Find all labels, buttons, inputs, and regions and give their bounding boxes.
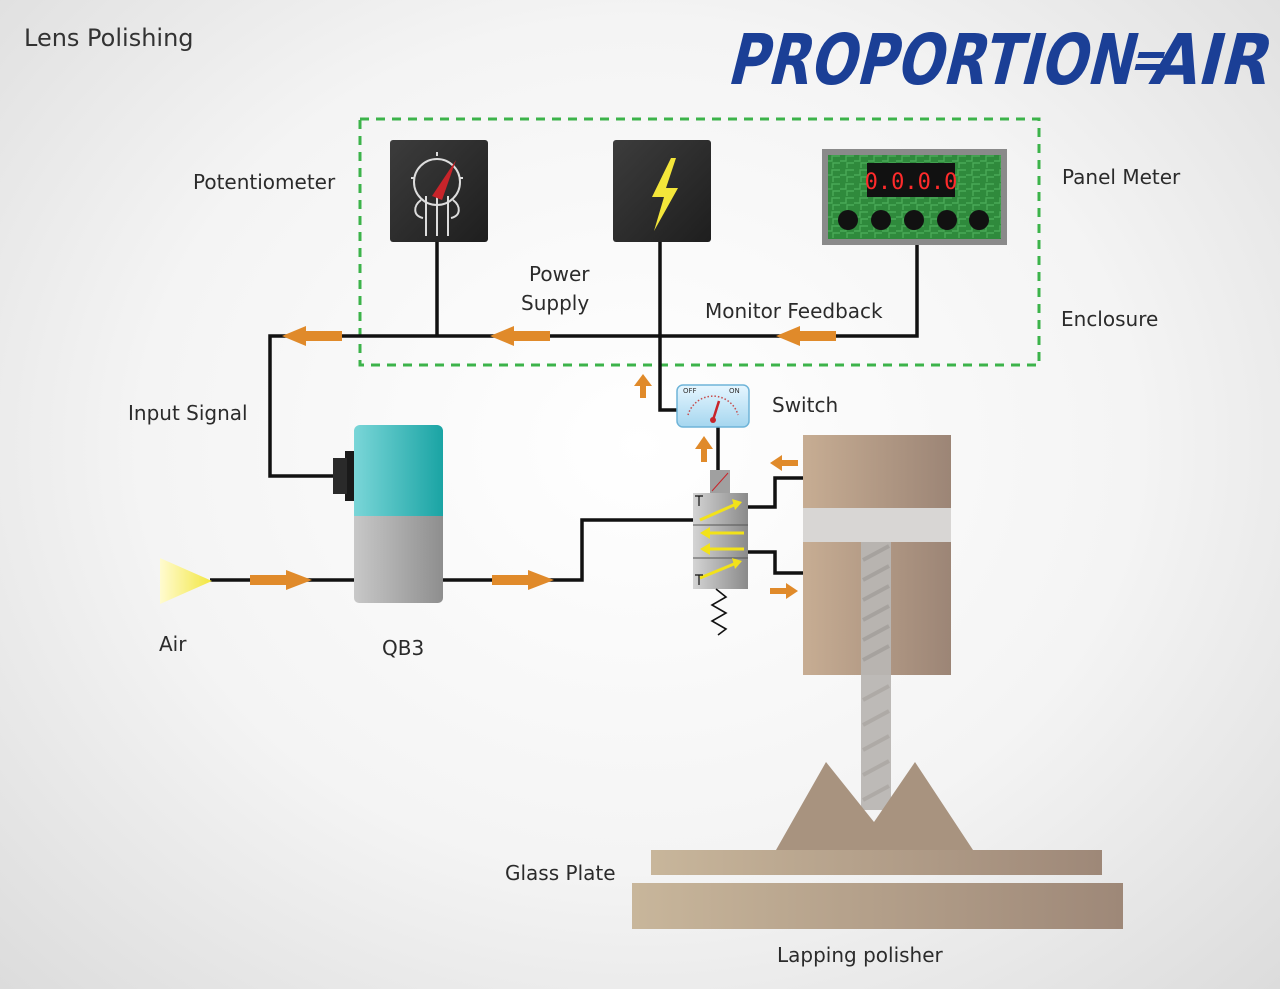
lapping-polisher [632,883,1123,929]
potentiometer-box [390,140,488,242]
arrow-exhaust-top [770,455,798,471]
logo-text-left: PROPORTION [722,19,1147,101]
glass-plate-label: Glass Plate [505,861,616,885]
panel-meter: 0.0.0.0 [822,149,1007,245]
enclosure-label: Enclosure [1061,307,1158,331]
potentiometer-needle-icon [432,160,456,200]
power-supply-label-line2: Supply [521,291,589,315]
power-supply-label-line1: Power [529,262,590,286]
potentiometer-icon [411,152,463,236]
input-signal-label: Input Signal [128,401,248,425]
logo-text-right: AIR [1144,19,1280,101]
directional-valve [693,470,748,636]
arrow-left-2 [490,326,550,346]
arrow-right-air [250,570,312,590]
glass-plate [651,850,1102,875]
potentiometer-label: Potentiometer [193,170,336,194]
air-source-icon [160,558,212,604]
panel-meter-label: Panel Meter [1062,165,1181,189]
lightning-bolt-icon [652,158,678,231]
monitor-feedback-label: Monitor Feedback [705,299,883,323]
switch-off-label: OFF [683,387,697,395]
qb3-regulator [333,425,443,603]
switch-label: Switch [772,393,838,417]
page-title: Lens Polishing [24,24,194,52]
lapping-polisher-label: Lapping polisher [777,943,944,967]
arrow-up-2 [695,436,713,462]
lens-tool [776,762,973,850]
panel-meter-knobs [838,210,989,230]
pneumatic-cylinder [803,435,951,810]
enclosure-border [358,117,1041,367]
switch-on-label: ON [729,387,740,395]
cylinder-piston [803,508,951,542]
panel-meter-display: 0.0.0.0 [865,170,958,195]
proportion-air-logo: PROPORTION AIR [722,19,1280,101]
power-supply-box [613,140,711,242]
arrow-up-1 [634,374,652,398]
arrow-left-1 [282,326,342,346]
qb3-label: QB3 [382,636,424,660]
valve-flow-arrows [699,499,744,580]
valve-spring [710,588,728,636]
arrow-left-3 [776,326,836,346]
flow-arrows [250,326,836,599]
switch-gauge: OFF ON [676,384,750,428]
air-label: Air [159,632,187,656]
arrow-supply-bottom [770,583,798,599]
arrow-right-qb3-out [492,570,554,590]
